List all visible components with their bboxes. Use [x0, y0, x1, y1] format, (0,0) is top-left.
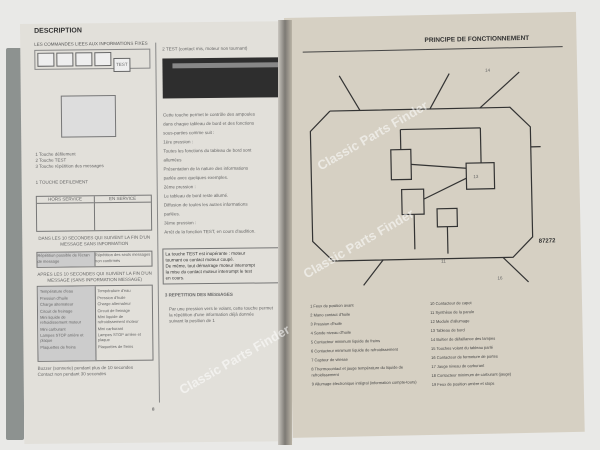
text-line: 14 Boîtier de défaillance des lampes	[430, 335, 496, 342]
page-title: DESCRIPTION	[34, 27, 82, 35]
diagram-label: 14	[485, 67, 491, 73]
text-line: 11 Synthèse de la parole	[430, 309, 475, 316]
wiring-diagram	[309, 71, 541, 286]
text-line: 5 Contacteur minimum liquide de freins	[310, 338, 381, 345]
binder-edge	[6, 48, 24, 440]
text-line: 3 Pression d'huile	[310, 320, 342, 327]
text-line: 12 Module d'allumage	[430, 318, 470, 325]
text-line: Mini liquide de refroidissement moteur	[40, 314, 82, 325]
section-title: 1 TOUCHE DEFILEMENT	[35, 179, 89, 185]
dashboard-photo	[162, 57, 289, 99]
text-line: Diffusion de toutes les autres informati…	[163, 201, 248, 208]
text-line: Circuit de freinage	[97, 307, 130, 313]
module-box	[401, 188, 425, 216]
text-line: 6 Contacteur minimum liquide de refroidi…	[310, 346, 398, 354]
text-line: suivant la position de 1	[169, 317, 215, 324]
legend-list: 1 Touche défilement 2 Touche TEST 3 Touc…	[35, 151, 103, 170]
text-line: Température d'eau	[97, 287, 131, 294]
note: DANS LES 10 SECONDES QUI SUIVENT LA FIN …	[38, 234, 151, 247]
text-line: 16 Contacteur de fermeture de portes	[431, 353, 498, 360]
text-line: Température d'eau	[39, 288, 74, 294]
figure-code: 87272	[538, 238, 556, 245]
right-page: PRINCIPE DE FONCTIONNEMENT 14 13 11 16 8…	[284, 11, 585, 438]
text-line: 2 Mano contact d'huile	[310, 311, 351, 318]
title-rule	[302, 46, 563, 53]
text-line: Charge alternateur	[39, 301, 74, 307]
table-cell: Répétition des seuls messages non confir…	[94, 251, 151, 264]
dashboard-illustration	[60, 95, 117, 138]
text-line: 7 Capteur de vitesse	[311, 356, 348, 363]
text-line: Mini carburant	[40, 326, 66, 332]
diagram-label: 11	[441, 258, 446, 264]
text-line: Mini carburant	[97, 325, 124, 331]
text-line: 4 Sonde niveau d'huile	[310, 329, 352, 336]
text-line: Plaquettes de freins	[97, 343, 134, 349]
text-line: Lampes STOP arrière et plaque	[97, 331, 142, 343]
text-line: Arrêt de la fonction TEST, en cours d'au…	[164, 228, 256, 235]
text-line: 18 Contacteur minimum de carburant (jaug…	[431, 371, 512, 378]
text-line: 19 Feux de position arrière et stops	[431, 380, 495, 387]
page-title: PRINCIPE DE FONCTIONNEMENT	[424, 34, 530, 45]
table-defilement: HORS SERVICE EN SERVICE	[35, 194, 153, 232]
panel-button	[56, 52, 74, 67]
text-line: Lampes STOP arrière et plaque	[40, 332, 84, 343]
text-line: dans chaque tableau de bord et des fonct…	[163, 120, 255, 127]
column-divider	[155, 42, 160, 403]
panel-button	[37, 52, 55, 67]
diagram-label: 13	[473, 173, 479, 180]
text-line: 17 Jauge niveau de carburant	[431, 362, 485, 369]
module-box	[436, 207, 459, 228]
car-outline	[309, 106, 534, 262]
diagram-label: 16	[497, 275, 503, 281]
text-line: Pression d'huile	[97, 294, 126, 300]
left-page: DESCRIPTION LES COMMANDES LIEES AUX INFO…	[20, 21, 293, 444]
section-title: 2 TEST (contact mis, moteur non tournant…	[162, 45, 248, 52]
legend-item: 3 Touche répétition des messages	[35, 163, 104, 169]
module-box	[390, 148, 413, 181]
subtitle: LES COMMANDES LIEES AUX INFORMATIONS FIX…	[34, 40, 148, 47]
text-line: Toutes les fonctions du tableau de bord …	[163, 147, 252, 154]
text-line: 10 Contacteur de capot	[429, 300, 472, 307]
text-line: Circuit de freinage	[39, 307, 73, 314]
test-button: TEST	[113, 57, 131, 73]
panel-button	[94, 52, 112, 67]
section-title: 3 REPETITION DES MESSAGES	[164, 291, 233, 298]
text-line: 9 Allumage électronique intégral (inform…	[311, 379, 417, 387]
button-panel: TEST	[34, 48, 151, 73]
table-header: EN SERVICE	[94, 195, 151, 204]
table-cell: Répétition possible de l'écran de messag…	[37, 252, 96, 267]
table-header: HORS SERVICE	[36, 196, 94, 204]
text-line: 8 Thermocontact et jauge température du …	[311, 364, 404, 378]
table-repetition: Répétition possible de l'écran de messag…	[36, 250, 153, 268]
text-line: Mini liquide de refroidissement moteur	[97, 313, 139, 325]
footnote: Contact non pendant 30 secondes	[37, 371, 107, 377]
text-line: 15 Touches volant du tableau parlé	[430, 344, 493, 351]
text-line: Pression d'huile	[39, 295, 69, 301]
page-number: 8	[152, 406, 155, 412]
text-line: 1 Feux de position avant	[309, 302, 354, 309]
text-line: Présentation de la nature des informatio…	[163, 165, 249, 172]
text-line: Plaquettes de freins	[40, 343, 76, 350]
panel-button	[75, 52, 93, 67]
book-spine	[278, 20, 292, 445]
note: APRES LES 10 SECONDES QUI SUIVENT LA FIN…	[37, 270, 152, 283]
text-line: Charge alternateur	[97, 300, 131, 307]
text-line: 13 Tableau de bord	[430, 327, 465, 333]
dashboard-box	[465, 162, 496, 190]
